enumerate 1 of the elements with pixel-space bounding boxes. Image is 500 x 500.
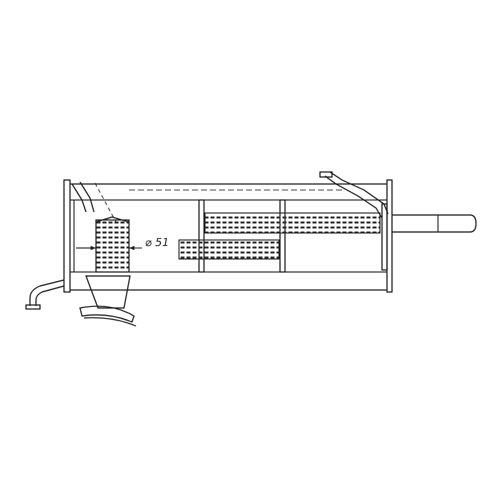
dimension-label: ⌀ 51: [144, 237, 170, 248]
